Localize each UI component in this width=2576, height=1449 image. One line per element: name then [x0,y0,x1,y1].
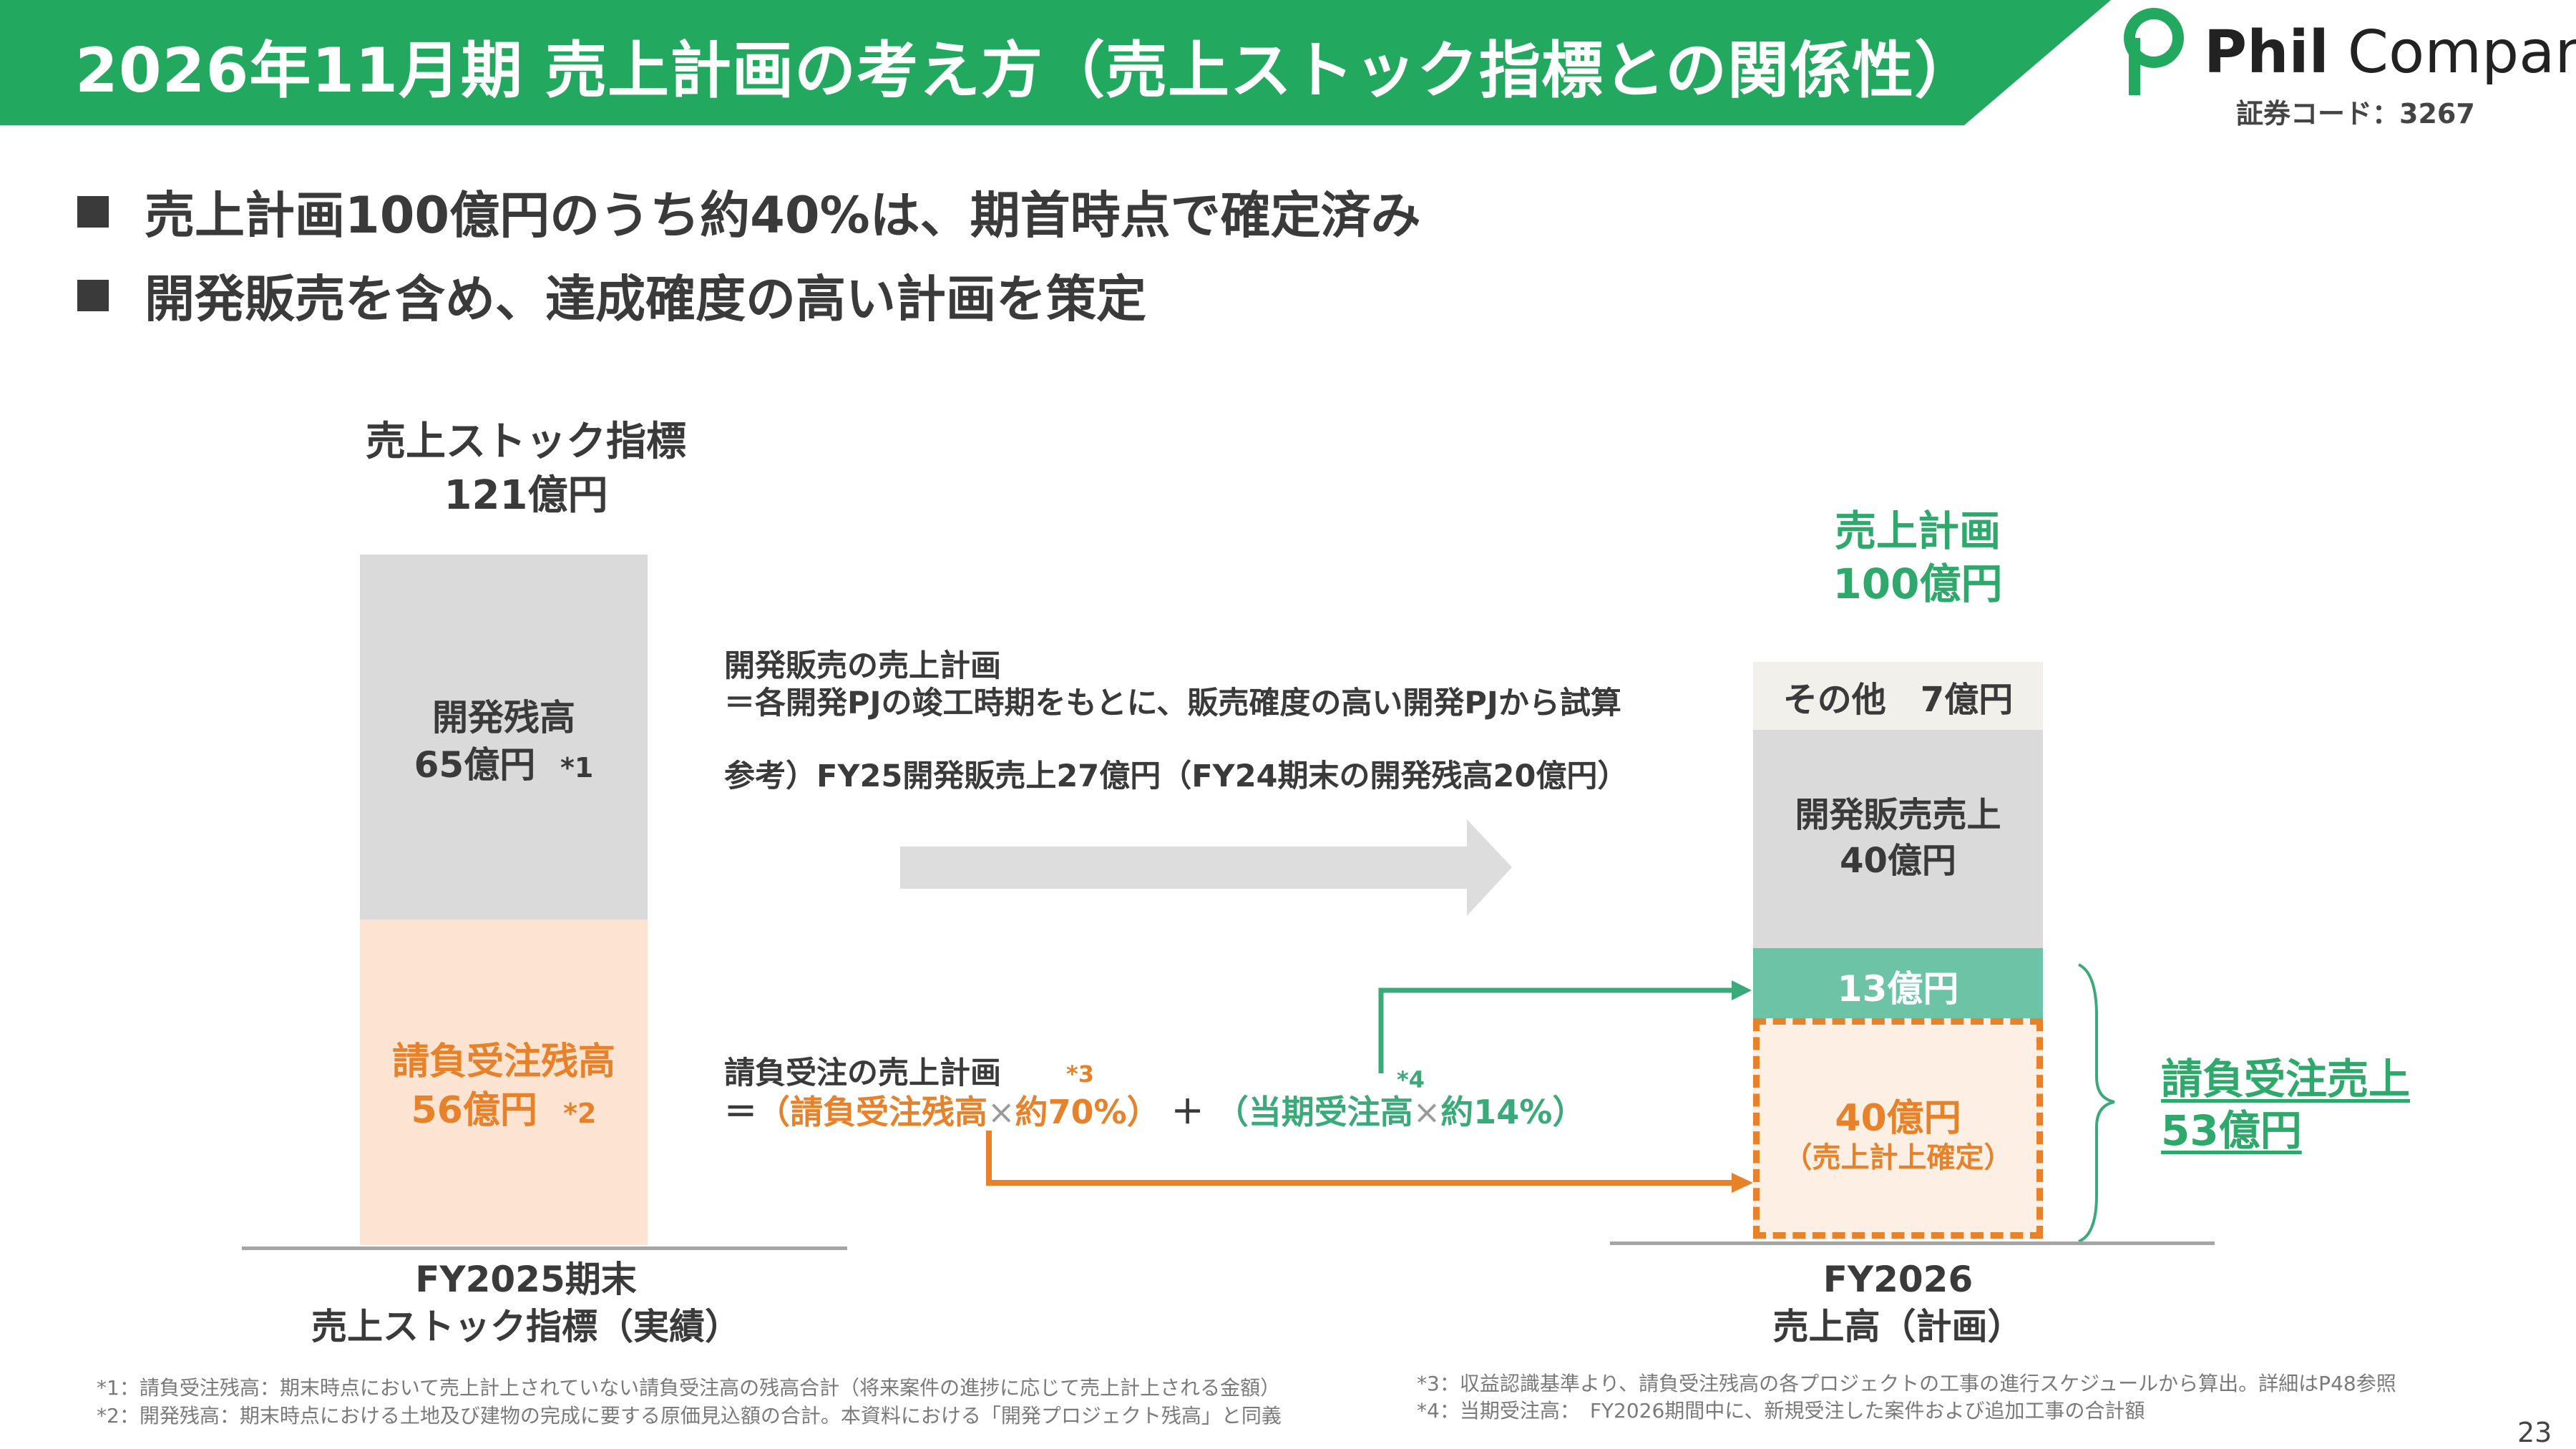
contract-arrow-head [1732,1173,1753,1193]
dev-sales-reference: 参考）FY25開発販売上27億円（FY24期末の開発残高20億円） [724,758,1629,794]
page-title: 2026年11月期 売上計画の考え方（売上ストック指標との関係性） [75,35,1977,107]
bullet-square-icon [77,279,109,311]
left-bar-total-label: 売上ストック指標 121億円 [308,415,744,522]
bullet-item: 売上計画100億円のうち約40%は、期首時点で確定済み [77,175,1421,248]
bar-segment-confirmed-sales [1753,1018,2043,1239]
dev-sales-name: 開発販売売上 [1795,795,2001,835]
stock-code: 証券コード：3267 [2236,98,2475,130]
confirmed-sales-segment-label: 40億円 [1835,1097,1961,1140]
header-banner [0,0,2111,125]
dev-plan-detail: ＝各開発PJの竣工時期をもとに、販売確度の高い開発PJから試算 [724,686,1621,721]
left-total-title: 売上ストック指標 [366,419,686,465]
bullet-text: 開発販売を含め、達成確度の高い計画を策定 [145,270,1146,328]
footnote: *3：収益認識基準より、請負受注残高の各プロジェクトの工事の進行スケジュールから… [1417,1372,2396,1395]
dev-backlog-value: 65億円 [414,744,536,786]
contract-transfer-arrow [986,1131,1732,1186]
bullet-item: 開発販売を含め、達成確度の高い計画を策定 [77,259,1146,331]
bullet-text: 売上計画100億円のうち約40%は、期首時点で確定済み [145,186,1421,245]
x-tick-label-line1: FY2026 [1823,1259,1974,1300]
company-name: Phil Company [2204,19,2576,87]
footnote-mark: *2 [563,1098,597,1129]
bar-segment-dev-backlog [360,555,648,919]
footnote-mark: *4 [1397,1066,1425,1093]
x-tick-label-line2: 売上高（計画） [1772,1306,2024,1347]
contract-backlog-label: 請負受注残高 56億円 *2 [360,1038,648,1138]
dev-sales-segment-label: 開発販売売上 40億円 [1753,792,2043,884]
footnote-mark: *1 [560,752,594,784]
dev-sales-value: 40億円 [1840,841,1956,881]
phil-company-logo-icon [2124,8,2184,95]
dev-transfer-arrow [900,819,1512,916]
footnote: *2：開発残高：期末時点における土地及び建物の完成に要する原価見込額の合計。本資… [97,1404,1282,1428]
x-tick-label: FY2025期末 売上ストック指標（実績） [236,1256,816,1350]
x-tick-label-line2: 売上ストック指標（実績） [311,1306,741,1347]
formula-times: × [1413,1093,1441,1131]
footnote: *4：当期受注高： FY2026期間中に、新規受注した案件および追加工事の合計額 [1417,1399,2145,1423]
dev-backlog-label: 開発残高 65億円 *1 [360,694,648,791]
x-axis-baseline [1610,1241,2215,1245]
dev-plan-title: 開発販売の売上計画 [724,648,1001,684]
contract-sales-formula: ＝（請負受注残高×約70%） ＋ （当期受注高×約14%） [724,1086,1585,1133]
x-tick-label-line1: FY2025期末 [415,1259,637,1300]
contract-backlog-value: 56億円 [411,1089,537,1132]
bar-segment-new-orders [1753,948,2043,1018]
formula-equals: ＝ [724,1093,757,1131]
new-orders-segment-label: 13億円 [1837,968,1959,1010]
formula-new-order-term: （当期受注高 [1215,1093,1413,1131]
formula-plus: ＋ [1171,1093,1204,1131]
x-tick-label: FY2026 売上高（計画） [1753,1256,2043,1350]
confirmed-sales-sub-label: （売上計上確定） [1783,1141,2013,1174]
right-bar-total-label: 売上計画 100億円 [1775,504,2061,610]
company-name-rest: Company [2347,19,2576,87]
company-name-bold: Phil [2204,19,2329,87]
bar-segment-dev-sales [1753,730,2043,948]
bar-segment-other [1753,662,2043,730]
other-segment-label: その他 7億円 [1782,680,2014,720]
contract-sales-value: 53億円 [2161,1106,2302,1155]
footnote: *1：請負受注残高：期末時点において売上計上されていない請負受注高の残高合計（将… [97,1376,1281,1400]
right-total-value: 100億円 [1833,560,2003,608]
bar-segment-contract-backlog [360,919,648,1245]
dev-backlog-name: 開発残高 [432,697,575,738]
contract-sales-total-label: 請負受注売上 53億円 [2161,1053,2410,1156]
contract-sales-bracket [2078,963,2115,1243]
contract-backlog-name: 請負受注残高 [391,1040,615,1083]
bullet-square-icon [77,195,109,228]
new-order-arrow-head [1732,980,1752,1000]
left-total-value: 121億円 [444,472,608,519]
contract-sales-name: 請負受注売上 [2161,1055,2411,1103]
contract-sales-plan-title: 請負受注の売上計画 [724,1055,1001,1091]
page-number: 23 [2517,1417,2552,1448]
footnote-mark: *3 [1066,1060,1094,1088]
right-total-title: 売上計画 [1834,507,2001,555]
x-axis-baseline [242,1246,847,1250]
formula-backlog-term: （請負受注残高 [757,1093,987,1131]
formula-backlog-rate: 約70%） [1015,1093,1160,1131]
new-order-arrow [1378,987,1732,1073]
dev-sales-plan-explanation: 開発販売の売上計画 ＝各開発PJの竣工時期をもとに、販売確度の高い開発PJから試… [724,648,1621,722]
formula-new-order-rate: 約14%） [1440,1093,1586,1131]
formula-times: × [987,1093,1015,1131]
